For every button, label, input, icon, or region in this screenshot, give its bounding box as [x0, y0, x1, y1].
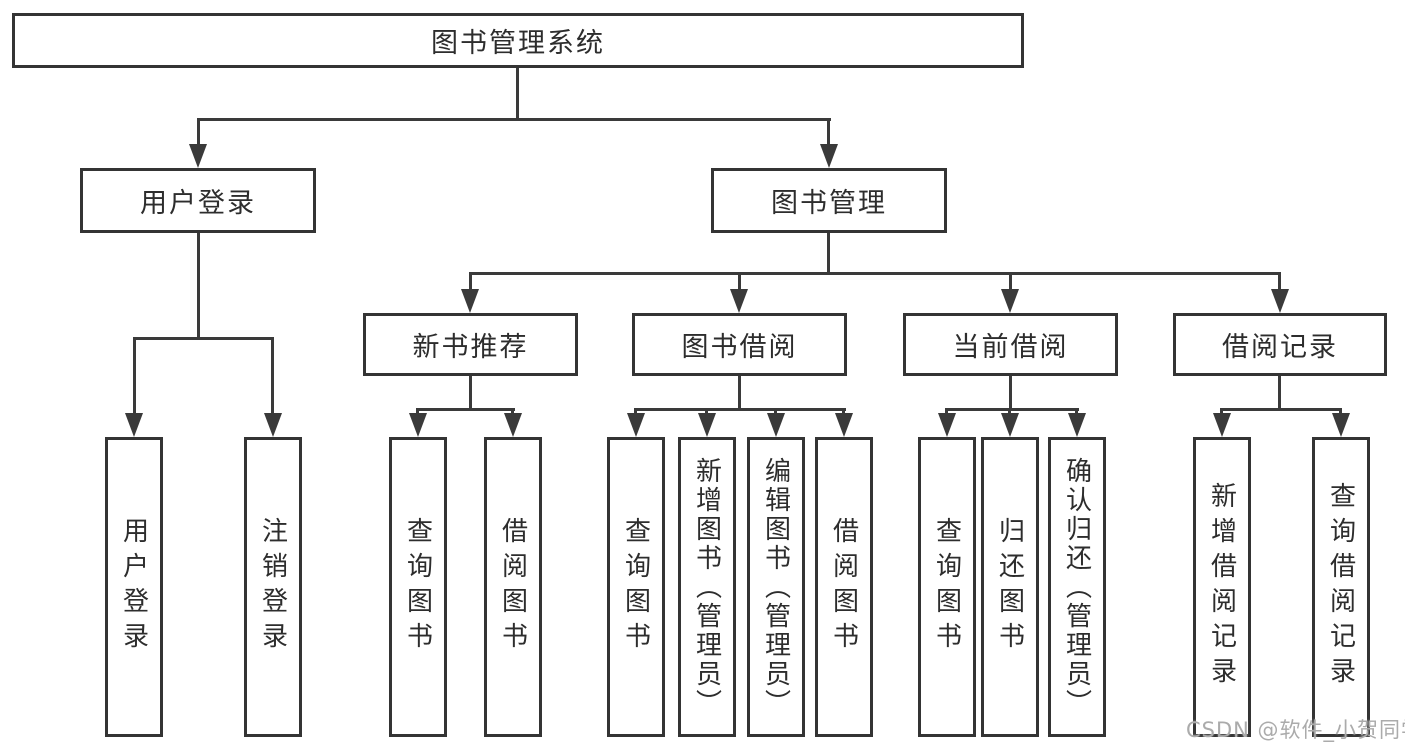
- leaf-records-add-borrow-record: 新增借阅记录: [1193, 437, 1251, 737]
- connector-line-book-mgmt-stem: [827, 233, 830, 274]
- arrowhead-down-icon: [698, 413, 716, 437]
- connector-line-stem: [271, 337, 274, 418]
- node-book-borrowing: 图书借阅: [632, 313, 847, 376]
- arrowhead-down-icon: [409, 413, 427, 437]
- arrowhead-down-icon: [1001, 289, 1019, 313]
- arrowhead-down-icon: [1213, 413, 1231, 437]
- connector-line-level3-horizontal: [469, 272, 1281, 275]
- leaf-logout: 注销登录: [244, 437, 302, 737]
- leaf-borrowing-add-books-admin: 新增图书（管理员）: [678, 437, 736, 737]
- leaf-borrowing-borrow-books: 借阅图书: [815, 437, 873, 737]
- arrowhead-down-icon: [820, 144, 838, 168]
- connector-line-user-login-horizontal: [133, 337, 274, 340]
- connector-line-root-stem: [516, 68, 519, 118]
- leaf-current-confirm-return-admin: 确认归还（管理员）: [1048, 437, 1106, 737]
- connector-line-group-horizontal: [417, 408, 515, 411]
- connector-line-stem: [738, 272, 741, 292]
- leaf-borrowing-edit-books-admin: 编辑图书（管理员）: [747, 437, 805, 737]
- connector-line-stem: [469, 272, 472, 292]
- arrowhead-down-icon: [835, 413, 853, 437]
- arrowhead-down-icon: [1271, 289, 1289, 313]
- connector-line-group-horizontal: [945, 408, 1079, 411]
- connector-line-stem: [1278, 376, 1281, 410]
- connector-line-stem: [738, 376, 741, 410]
- arrowhead-down-icon: [125, 413, 143, 437]
- connector-line-user-login-stem: [197, 233, 200, 337]
- arrowhead-down-icon: [504, 413, 522, 437]
- csdn-watermark: CSDN @软件_小贺同学: [1186, 718, 1405, 742]
- arrowhead-down-icon: [767, 413, 785, 437]
- leaf-current-query-books: 查询图书: [918, 437, 976, 737]
- node-root-library-system: 图书管理系统: [12, 13, 1024, 68]
- connector-line-level2-horizontal: [197, 118, 831, 121]
- leaf-recommend-borrow-books: 借阅图书: [484, 437, 542, 737]
- leaf-user-login: 用户登录: [105, 437, 163, 737]
- arrowhead-down-icon: [1001, 413, 1019, 437]
- connector-line-group-horizontal: [634, 408, 846, 411]
- connector-line-stem: [197, 118, 200, 146]
- node-book-management: 图书管理: [711, 168, 947, 233]
- arrowhead-down-icon: [938, 413, 956, 437]
- arrowhead-down-icon: [730, 289, 748, 313]
- arrowhead-down-icon: [461, 289, 479, 313]
- arrowhead-down-icon: [627, 413, 645, 437]
- node-current-borrowing: 当前借阅: [903, 313, 1118, 376]
- node-borrowing-records: 借阅记录: [1173, 313, 1387, 376]
- connector-line-stem: [827, 118, 830, 146]
- node-user-login: 用户登录: [80, 168, 316, 233]
- connector-line-stem: [1009, 376, 1012, 410]
- leaf-current-return-books: 归还图书: [981, 437, 1039, 737]
- arrowhead-down-icon: [264, 413, 282, 437]
- node-new-book-recommend: 新书推荐: [363, 313, 578, 376]
- connector-line-stem: [469, 376, 472, 410]
- connector-line-stem: [133, 337, 136, 418]
- arrowhead-down-icon: [1068, 413, 1086, 437]
- leaf-borrowing-query-books: 查询图书: [607, 437, 665, 737]
- leaf-recommend-query-books: 查询图书: [389, 437, 447, 737]
- arrowhead-down-icon: [1332, 413, 1350, 437]
- leaf-records-query-borrow-record: 查询借阅记录: [1312, 437, 1370, 737]
- connector-line-stem: [1278, 272, 1281, 292]
- connector-line-stem: [1009, 272, 1012, 292]
- connector-line-group-horizontal: [1221, 408, 1342, 411]
- arrowhead-down-icon: [189, 144, 207, 168]
